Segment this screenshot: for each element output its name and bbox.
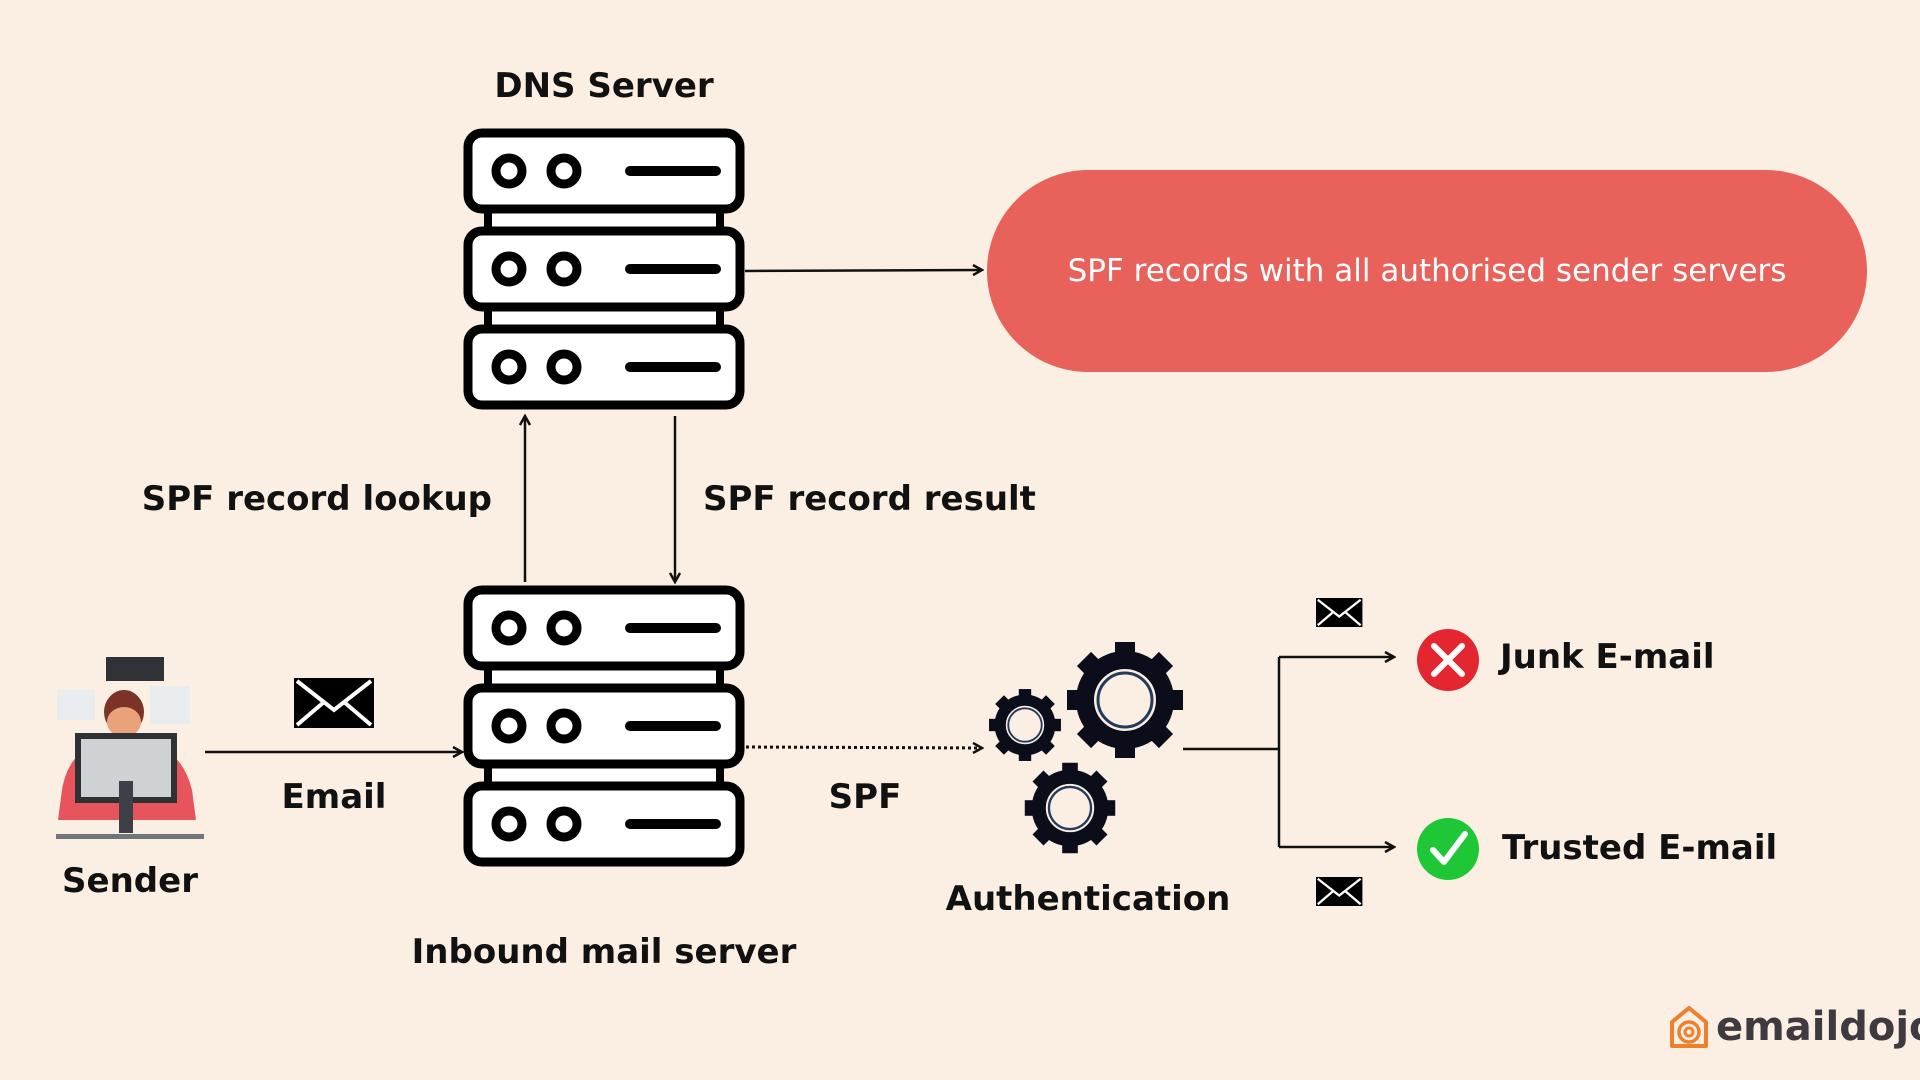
spf-records-pill: SPF records with all authorised sender s… — [987, 170, 1867, 372]
spf-dotted-arrow — [745, 747, 982, 748]
inbound-server-title: Inbound mail server — [411, 932, 797, 972]
email-envelope-icon — [292, 676, 376, 730]
junk-envelope-icon — [1314, 596, 1364, 629]
sender-illustration — [56, 657, 204, 839]
spf-label: SPF — [828, 777, 902, 817]
spf-result-label: SPF record result — [703, 479, 1036, 519]
sender-label: Sender — [62, 861, 198, 901]
authentication-label: Authentication — [945, 879, 1231, 919]
trusted-check-circle-icon — [1417, 818, 1479, 880]
junk-email-label: Junk E-mail — [1500, 637, 1715, 677]
junk-x-circle-icon — [1417, 629, 1479, 691]
dns-server-icon — [468, 133, 740, 405]
dns-server-title: DNS Server — [494, 66, 714, 106]
house-spiral-icon — [1670, 1006, 1708, 1048]
trusted-envelope-icon — [1314, 875, 1364, 908]
dns-to-records-arrow — [744, 270, 982, 271]
email-label: Email — [281, 777, 387, 817]
authentication-gears-icon — [989, 642, 1183, 853]
spf-lookup-label: SPF record lookup — [141, 479, 492, 519]
trusted-email-label: Trusted E-mail — [1502, 828, 1778, 868]
brand-name: emaildojo — [1716, 1004, 1920, 1050]
emaildojo-logo: emaildojo — [1668, 1004, 1920, 1050]
branch-connector — [1183, 657, 1394, 847]
inbound-server-icon — [468, 590, 740, 862]
